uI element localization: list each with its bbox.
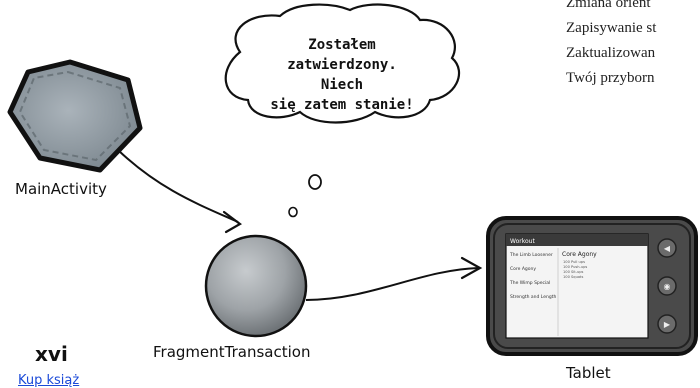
thought-bubble-small (288, 206, 298, 218)
tablet-button-3-glyph: ▶ (664, 320, 671, 329)
main-activity-hexagon (7, 59, 143, 173)
tablet-list-item: The Limb Loosener (509, 252, 553, 258)
speech-bubble-text: Zostałem zatwierdzony. Niech się zatem s… (262, 35, 422, 115)
tablet-detail-line: 100 Squats (563, 275, 583, 279)
tablet-app-title: Workout (510, 238, 535, 245)
main-activity-hexagon-inner (18, 70, 132, 162)
toc-line[interactable]: Twój przyborn (566, 70, 655, 86)
tablet-detail-line: 100 Sit-ups (563, 270, 584, 274)
tablet-button-2-glyph: ◉ (664, 282, 671, 291)
tablet-button-1 (657, 238, 677, 258)
arrowhead-main-to-transaction (222, 210, 242, 234)
tablet-detail-line: 100 Push-ups (563, 265, 587, 269)
tablet-list-item: Core Agony (510, 266, 536, 272)
tablet-action-bar (506, 234, 648, 246)
arrow-main-to-transaction (117, 149, 239, 223)
buy-book-link[interactable]: Kup książ (18, 373, 80, 388)
tablet-detail-line: 100 Pull ups (563, 260, 585, 264)
arrow-transaction-to-tablet (305, 267, 479, 301)
tablet-list-item: Strength and Length (510, 294, 556, 300)
tablet-button-3 (657, 314, 677, 334)
toc-line[interactable]: Zmiana orient (566, 0, 651, 11)
tablet-button-1-glyph: ◀ (664, 244, 671, 253)
speech-bubble-cloud (224, 3, 461, 124)
toc-line[interactable]: Zaktualizowan (566, 45, 656, 61)
page-number: xvi (35, 342, 68, 366)
tablet-list-item: The Wimp Special (509, 280, 550, 286)
tablet-frame-inner (493, 223, 691, 349)
main-activity-label: MainActivity (15, 180, 107, 198)
tablet-detail-title: Core Agony (562, 251, 597, 258)
speech-bubble-line: Zostałem (308, 37, 376, 53)
tablet-screen (505, 233, 649, 339)
speech-bubble-line: zatwierdzony. Niech (287, 57, 397, 93)
tablet-label: Tablet (566, 364, 611, 382)
tablet-button-2 (657, 276, 677, 296)
speech-bubble-line: się zatem stanie! (270, 97, 414, 113)
thought-bubble-large (308, 174, 322, 190)
fragment-transaction-sphere (204, 234, 308, 338)
fragment-transaction-label: FragmentTransaction (153, 343, 311, 361)
arrowhead-transaction-to-tablet (460, 256, 483, 280)
toc-line[interactable]: Zapisywanie st (566, 20, 657, 36)
